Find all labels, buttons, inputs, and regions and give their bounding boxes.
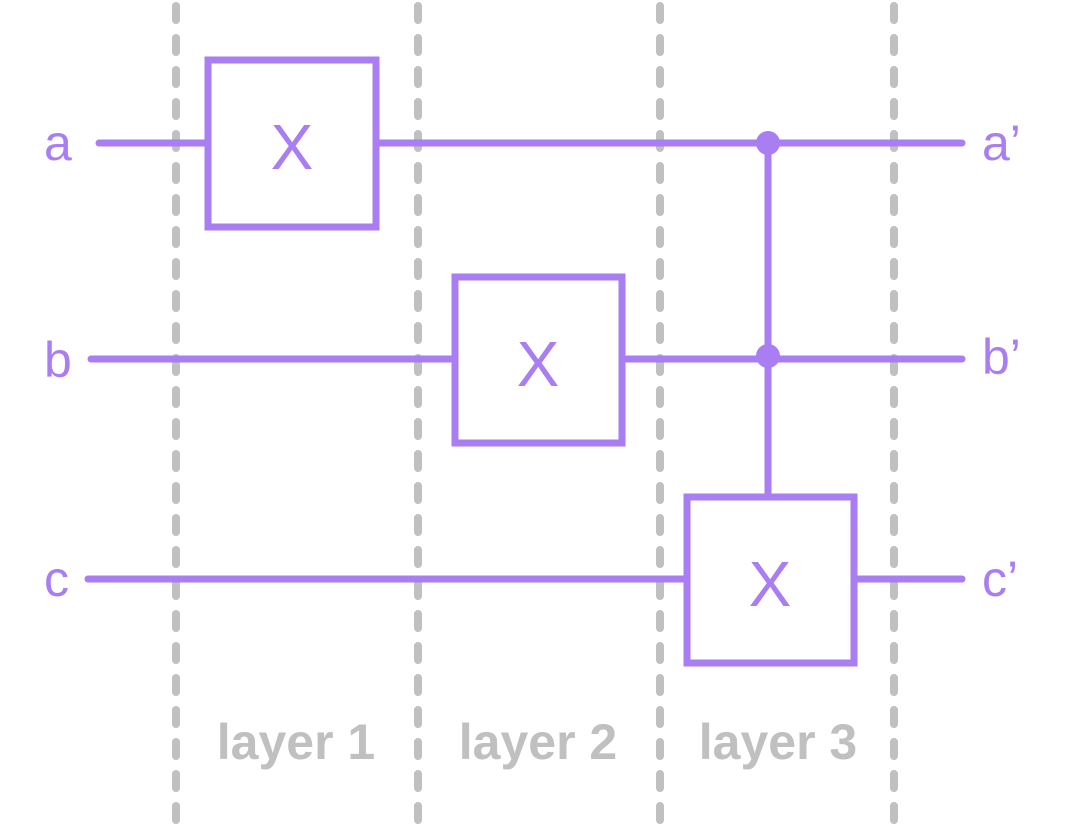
control-dot-b [756,344,780,368]
layer-labels: layer 1 layer 2 layer 3 [217,714,857,770]
input-label-b: b [44,332,72,388]
gate-layer-1: X [204,56,380,231]
gate-box [451,273,626,447]
input-labels: a b c [44,115,72,607]
layer-label-2: layer 2 [459,714,617,770]
input-label-c: c [44,551,69,607]
layer-label-1: layer 1 [217,714,375,770]
gate-layer-2: X [451,273,626,447]
gate-box [683,493,858,667]
output-label-b: b’ [982,329,1021,385]
gate-label: X [749,548,792,620]
gate-label: X [517,328,560,400]
gate-box [204,56,380,231]
control-connection [756,131,780,501]
input-label-a: a [44,115,72,171]
output-label-a: a’ [982,115,1021,171]
output-label-c: c’ [982,551,1018,607]
control-dot-a [756,131,780,155]
output-labels: a’ b’ c’ [982,115,1021,607]
gate-label: X [271,111,314,183]
layer-label-3: layer 3 [699,714,857,770]
gate-layer-3: X [683,493,858,667]
